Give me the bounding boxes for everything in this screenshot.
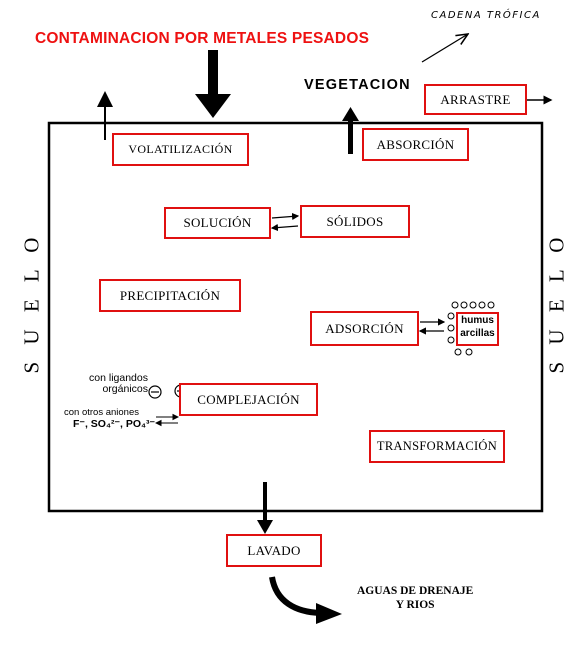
adsorcion-label: ADSORCIÓN [325, 320, 404, 336]
lavado-box: LAVADO [226, 534, 322, 567]
solidos-box: SÓLIDOS [300, 205, 410, 238]
soil-frame [47, 121, 544, 513]
absorcion-label: ABSORCIÓN [376, 136, 455, 152]
charge-circles [447, 301, 495, 356]
solidos-label: SÓLIDOS [326, 213, 384, 229]
volatilizacion-label: VOLATILIZACIÓN [128, 142, 233, 156]
drainage-line1: AGUAS DE DRENAJE [357, 585, 474, 597]
arrastre-label: ARRASTRE [440, 91, 511, 107]
arrastre-box: ARRASTRE [424, 84, 527, 115]
volatilizacion-box: VOLATILIZACIÓN [112, 133, 249, 166]
trophic-chain-note: CADENA TRÓFICA [431, 10, 541, 21]
vegetation-label: VEGETACION [304, 77, 411, 93]
transformacion-label: TRANSFORMACIÓN [376, 439, 498, 453]
drainage-line2: Y RIOS [395, 599, 435, 611]
solucion-box: SOLUCIÓN [164, 207, 271, 239]
complejacion-label: COMPLEJACIÓN [197, 391, 300, 407]
drainage-text: AGUAS DE DRENAJE Y RIOS [357, 584, 473, 612]
organic-ligands-line2: orgánicos [102, 383, 148, 395]
absorption-arrow [342, 107, 359, 154]
other-anions-line2: F⁻, SO₄²⁻, PO₄³⁻ [73, 418, 156, 430]
precipitacion-label: PRECIPITACIÓN [119, 287, 221, 303]
diagram-title: CONTAMINACION POR METALES PESADOS [35, 30, 370, 47]
solids-to-solution-arrow [270, 223, 299, 232]
complejacion-box: COMPLEJACIÓN [179, 383, 318, 416]
solucion-label: SOLUCIÓN [183, 215, 252, 230]
lavado-label: LAVADO [247, 542, 301, 558]
trophic-chain-arrow [421, 34, 468, 63]
adsorcion-box: ADSORCIÓN [310, 311, 419, 346]
humus-clay-box: humus arcillas [456, 312, 499, 346]
precipitacion-box: PRECIPITACIÓN [99, 279, 241, 312]
absorcion-box: ABSORCIÓN [362, 128, 469, 161]
organic-ligands-text: con ligandos orgánicos [84, 373, 148, 395]
leaching-arrow [257, 482, 273, 534]
soil-label-right: S U E L O [544, 231, 569, 374]
clay-label: arcillas [460, 328, 495, 339]
solution-to-solids-arrow [271, 212, 300, 221]
organic-ligands-line1: con ligandos [89, 372, 148, 384]
drainage-arrow [269, 576, 342, 624]
input-arrow [195, 50, 231, 118]
other-anions-line1: con otros aniones [64, 407, 139, 418]
transformacion-box: TRANSFORMACIÓN [369, 430, 505, 463]
soil-label-left: S U E L O [19, 231, 44, 374]
humus-label: humus [461, 315, 494, 326]
